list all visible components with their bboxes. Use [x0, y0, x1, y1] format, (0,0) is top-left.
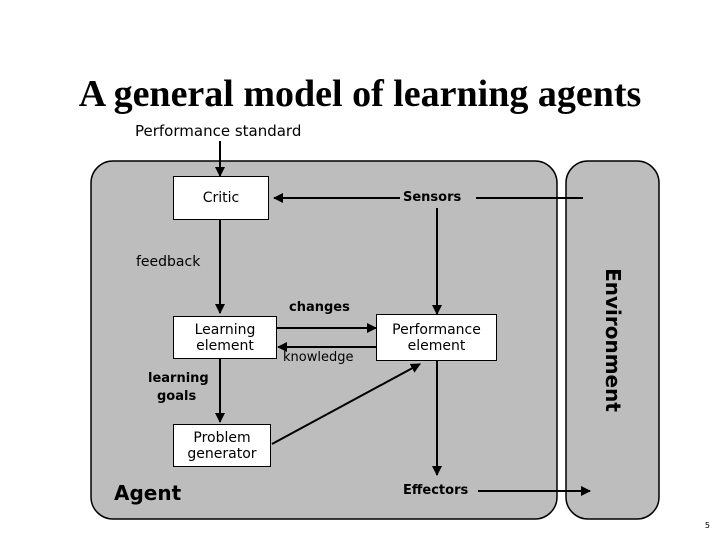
learning-goals-line1: learning [148, 371, 209, 386]
knowledge-label: knowledge [283, 350, 354, 365]
learning-element-line2: element [196, 337, 254, 354]
environment-label: Environment [601, 268, 625, 412]
critic-label: Critic [202, 190, 240, 206]
learning-goals-line2: goals [157, 389, 197, 404]
critic-box: Critic [173, 176, 269, 220]
changes-label: changes [289, 300, 350, 315]
learning-element-box: Learning element [173, 316, 277, 359]
slide-title: A general model of learning agents [78, 73, 642, 115]
problem-generator-line1: Problem [193, 429, 251, 446]
problem-generator-box: Problem generator [173, 424, 271, 467]
effectors-label: Effectors [403, 483, 469, 498]
environment-region [565, 160, 660, 520]
page-number: 5 [704, 521, 710, 530]
learning-element-line1: Learning [194, 321, 256, 338]
performance-element-line1: Performance [392, 321, 481, 338]
sensors-label: Sensors [403, 190, 462, 205]
agent-label: Agent [114, 481, 182, 505]
performance-element-box: Performance element [376, 314, 497, 361]
arrow-problem-to-performance [271, 363, 421, 445]
feedback-label: feedback [136, 254, 201, 270]
performance-standard-label: Performance standard [135, 122, 302, 140]
problem-generator-line2: generator [187, 445, 257, 462]
performance-element-line2: element [407, 337, 466, 354]
